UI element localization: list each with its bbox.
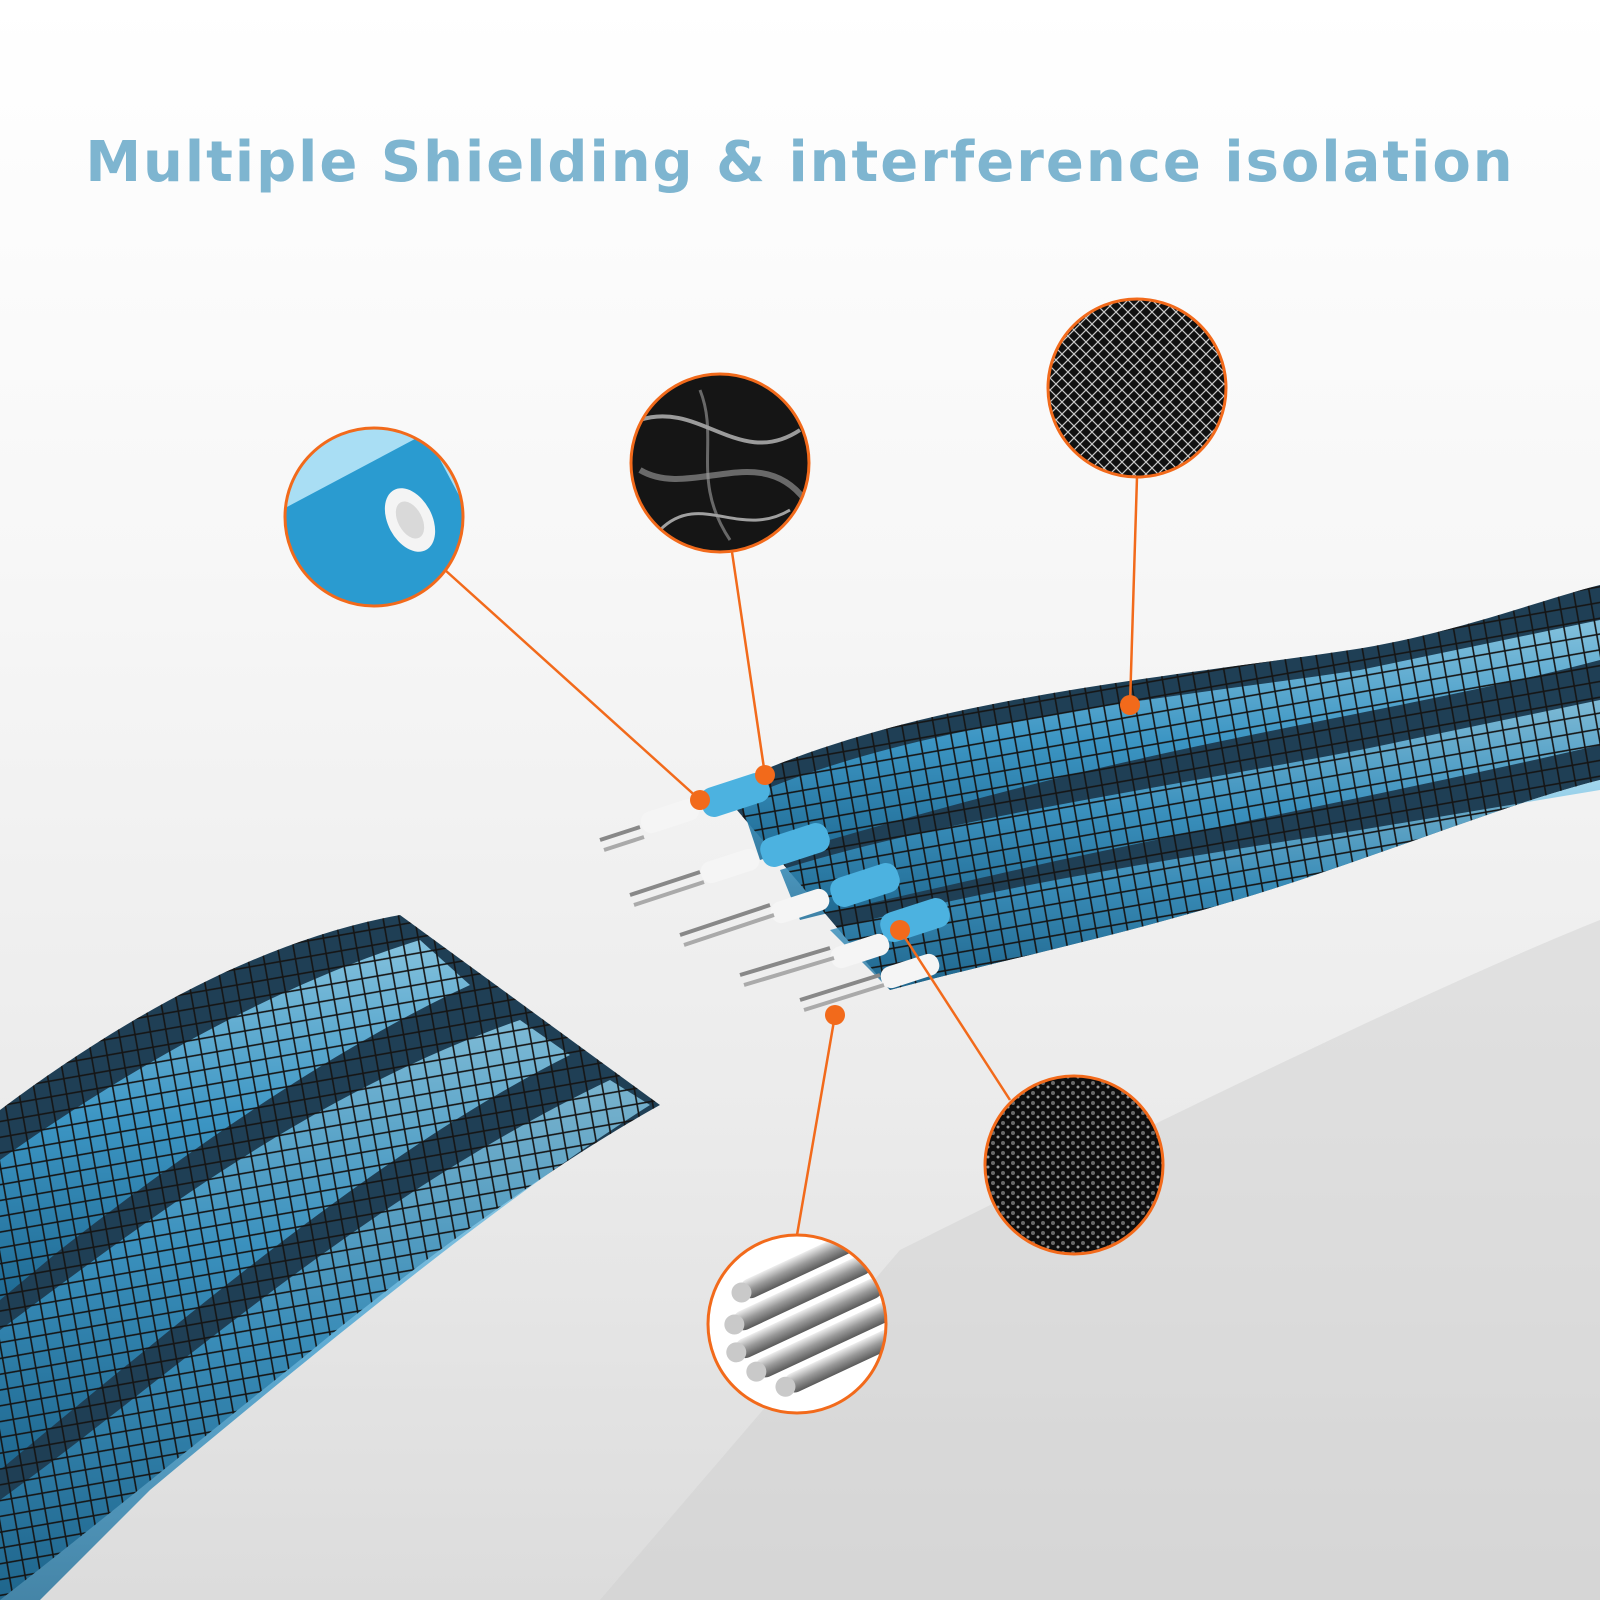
left-cable-segment bbox=[0, 915, 660, 1600]
blue-foil-tube-icon bbox=[285, 428, 463, 606]
exposed-conductors bbox=[599, 773, 950, 1012]
filler-material-callout bbox=[983, 1074, 1165, 1256]
floor-shadow bbox=[600, 920, 1600, 1600]
foil-shield-callout bbox=[283, 426, 465, 608]
callout-leader-lines bbox=[444, 476, 1139, 1236]
right-cable-segment bbox=[720, 585, 1600, 990]
callout-anchor-dots bbox=[690, 695, 1140, 1025]
copper-conductor-callout bbox=[706, 1233, 888, 1415]
page-title: Multiple Shielding & interference isolat… bbox=[85, 130, 1515, 195]
metal-mesh-icon bbox=[1048, 299, 1226, 477]
metal-rods-icon bbox=[724, 1235, 886, 1397]
clear-film-icon bbox=[631, 374, 809, 552]
braided-mesh-callout bbox=[1046, 297, 1228, 479]
black-granules-icon bbox=[985, 1076, 1163, 1254]
transparent-film-callout bbox=[629, 372, 811, 554]
